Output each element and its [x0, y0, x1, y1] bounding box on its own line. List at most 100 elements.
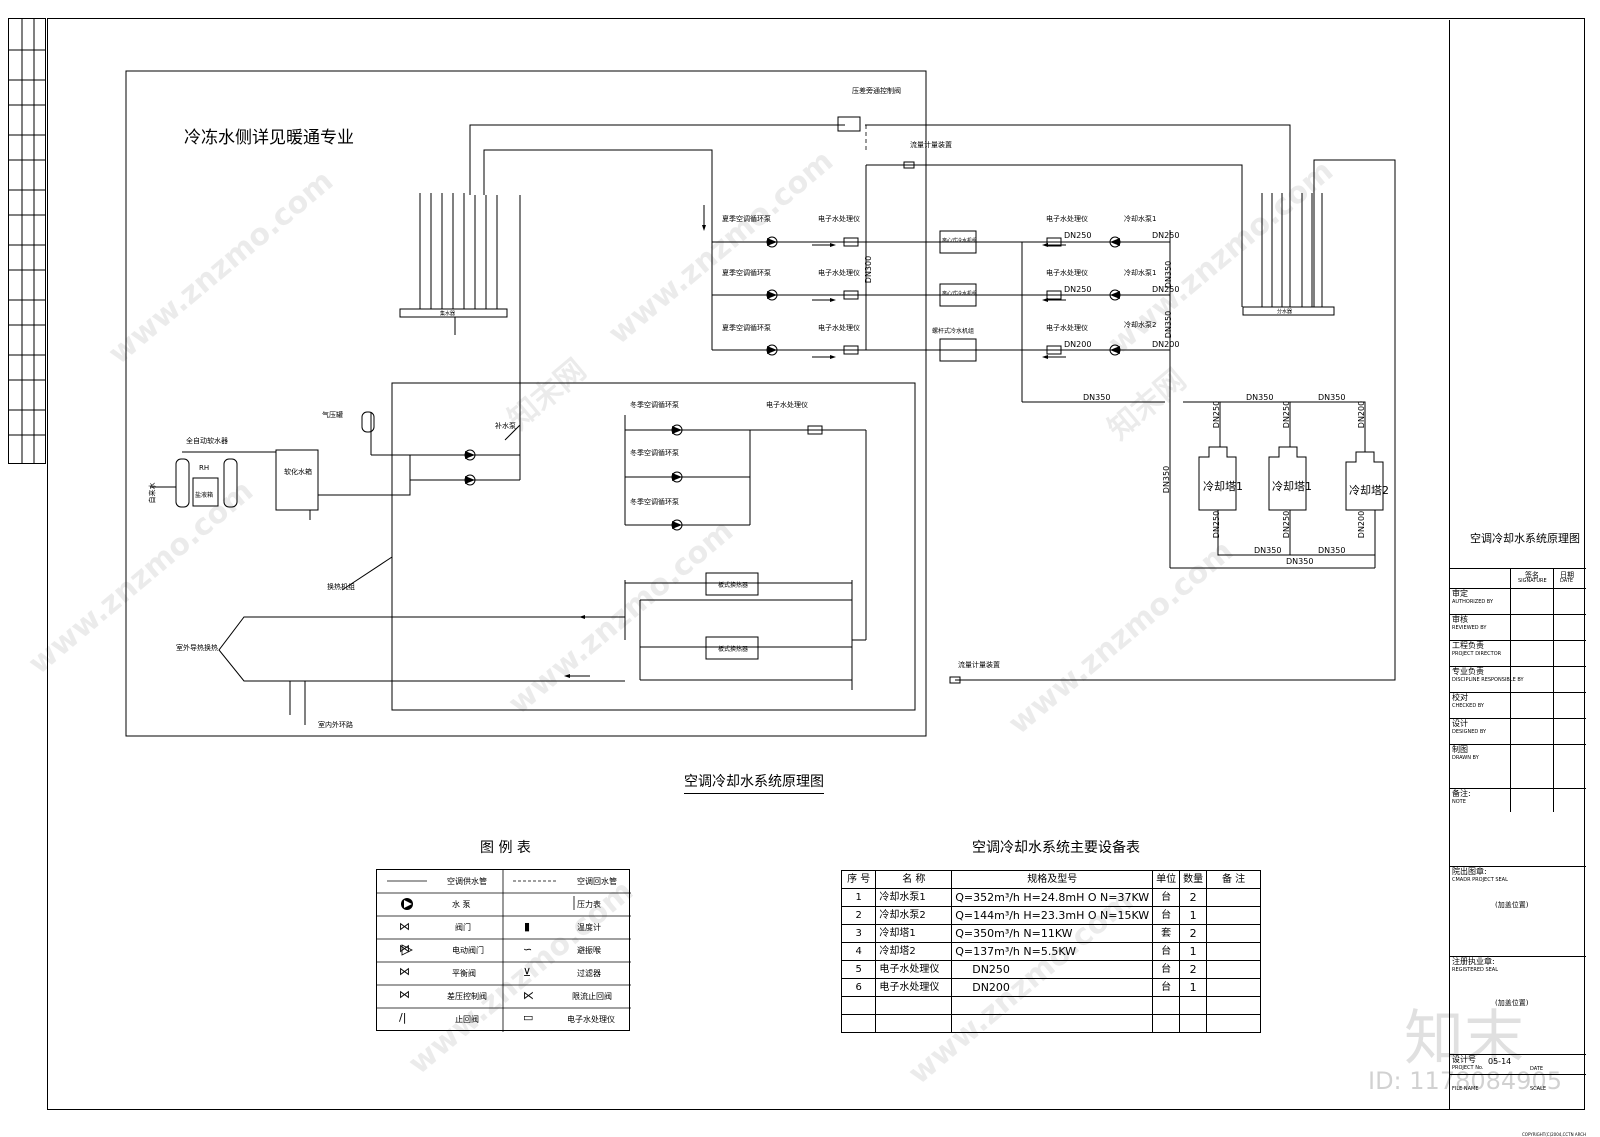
legend-r6-b: 电子水处理仪	[567, 1015, 615, 1024]
ewater-icon: ▭	[523, 1011, 534, 1024]
cooling-pump2-label: 冷却水泵2	[1124, 321, 1157, 329]
legend-r4-a: 平衡阀	[452, 969, 476, 978]
dn350-h3: DN350	[1318, 393, 1346, 402]
equipment-title: 空调冷却水系统主要设备表	[972, 840, 1140, 856]
winter-pump-label-1: 冬季空调循环泵	[630, 401, 679, 409]
watermark-id: ID: 1178084905	[1368, 1067, 1562, 1095]
hx-unit-label: 换热机组	[327, 583, 355, 591]
legend-r0-b: 空调回水管	[577, 877, 617, 886]
screw-chiller: 螺杆式冷水机组	[932, 328, 975, 335]
dn350-h2: DN350	[1246, 393, 1274, 402]
dn250-t2: DN250	[1282, 400, 1292, 429]
centrifugal-chiller-1: 离心式冷水机组	[942, 238, 978, 244]
dn250-d: DN250	[1152, 285, 1180, 294]
ewater-label-4: 电子水处理仪	[1046, 215, 1088, 223]
summer-pump-label-1: 夏季空调循环泵	[722, 215, 771, 223]
ewater-label-2: 电子水处理仪	[818, 269, 860, 277]
winter-pump-label-2: 冬季空调循环泵	[630, 449, 679, 457]
air-tank-label: 气压罐	[322, 411, 343, 419]
dn350-h4: DN350	[1254, 546, 1282, 555]
dn200-t6: DN200	[1357, 510, 1367, 539]
cooling-pump1-label-b: 冷却水泵1	[1124, 269, 1157, 277]
soft-tank-label: 软化水箱	[284, 468, 312, 476]
balance-valve-icon: ⋈	[399, 965, 410, 978]
dn350-h1: DN350	[1083, 393, 1111, 402]
salt-box-label: 盐液箱	[195, 492, 214, 499]
motor-valve-icon: ⋈	[399, 942, 410, 955]
cooling-tower1-label-a: 冷却塔1	[1203, 480, 1243, 493]
ewater-label-winter: 电子水处理仪	[766, 401, 808, 409]
legend-r2-a: 阀门	[455, 923, 471, 932]
diagram-title: 空调冷却水系统原理图	[684, 771, 824, 794]
flowmeter-label-2: 流量计量装置	[958, 661, 1000, 669]
project-number: 05-14	[1488, 1057, 1512, 1066]
winter-pump-label-3: 冬季空调循环泵	[630, 498, 679, 506]
flowmeter-label: 流量计量装置	[910, 141, 952, 149]
drawing-frame	[47, 18, 1585, 1110]
legend-r3-b: 避振喉	[577, 946, 601, 955]
drawing-name: 空调冷却水系统原理图	[1470, 532, 1580, 545]
eq-h3: 单位	[1152, 870, 1181, 889]
legend-r4-b: 过滤器	[577, 969, 601, 978]
summer-pump-label-2: 夏季空调循环泵	[722, 269, 771, 277]
legend-grid	[377, 870, 631, 1032]
sign-en: SIGNATURE	[1518, 578, 1547, 584]
legend-r6-a: 止回阀	[455, 1015, 479, 1024]
outdoor-hx-label: 室外导热换热	[176, 644, 218, 652]
distributor-label: 分水器	[1277, 309, 1293, 315]
left-margin-strip	[8, 18, 46, 464]
dn250-a: DN250	[1064, 231, 1092, 240]
date-en: DATE	[1560, 578, 1574, 584]
eq-h2: 规格及型号	[951, 870, 1154, 889]
legend-table: 空调供水管 空调回水管 水 泵 压力表 阀门 温度计 电动阀门 避振喉 平衡阀 …	[376, 869, 631, 1032]
dn250-t1: DN250	[1212, 400, 1222, 429]
tap-water-label: 自来水	[148, 482, 157, 504]
centrifugal-chiller-2: 离心式冷水机组	[942, 291, 978, 297]
reg-place: (加盖位置)	[1495, 999, 1529, 1007]
scale-label: SCALE	[1530, 1086, 1547, 1092]
eq-h5: 备 注	[1206, 870, 1261, 889]
check-valve-icon: /|	[399, 1011, 407, 1024]
sign-cn: 签名	[1525, 571, 1539, 579]
dn250-c: DN250	[1064, 285, 1092, 294]
dn200-b: DN200	[1152, 340, 1180, 349]
copyright: COPYRIGHT(C)2004,CCTN ARCH	[1522, 1132, 1586, 1137]
flow-check-valve-icon: ⋉	[523, 989, 534, 1002]
ewater-label-6: 电子水处理仪	[1046, 324, 1088, 332]
ewater-label-1: 电子水处理仪	[818, 215, 860, 223]
legend-r5-a: 差压控制阀	[447, 992, 487, 1001]
legend-r1-b: 压力表	[577, 900, 601, 909]
cooling-pump1-label-a: 冷却水泵1	[1124, 215, 1157, 223]
thermometer-icon: ▮	[524, 920, 531, 933]
diff-pressure-valve-icon: ⋈	[399, 988, 410, 1001]
cooling-tower2-label: 冷却塔2	[1349, 484, 1389, 497]
cooling-tower1-label-b: 冷却塔1	[1272, 480, 1312, 493]
eq-h1: 名 称	[875, 870, 953, 889]
flex-joint-icon: ∽	[523, 943, 533, 956]
ground-loop-label: 室内外环路	[318, 721, 353, 729]
dn250-t5: DN250	[1282, 510, 1292, 539]
dn350-h6: DN350	[1286, 557, 1314, 566]
date-label: DATE	[1530, 1066, 1544, 1072]
dn350-v3: DN350	[1162, 465, 1172, 494]
ewater-label-5: 电子水处理仪	[1046, 269, 1088, 277]
pressure-bypass-valve-label: 压差旁通控制阀	[852, 87, 901, 95]
eq-h0: 序 号	[840, 870, 877, 889]
summer-pump-label-3: 夏季空调循环泵	[722, 324, 771, 332]
dn250-b: DN250	[1152, 231, 1180, 240]
rh-label: RH	[199, 464, 210, 472]
softener-label: 全自动软水器	[186, 437, 228, 445]
legend-r2-b: 温度计	[577, 923, 601, 932]
plate-hx-1: 板式换热器	[718, 582, 749, 589]
makeup-pump-label: 补水泵	[495, 422, 516, 430]
seal-place: (加盖位置)	[1495, 901, 1529, 909]
eq-h4: 数量	[1179, 870, 1208, 889]
legend-r1-a: 水 泵	[452, 900, 471, 909]
dn300: DN300	[864, 255, 874, 284]
valve-icon: ⋈	[399, 920, 410, 933]
